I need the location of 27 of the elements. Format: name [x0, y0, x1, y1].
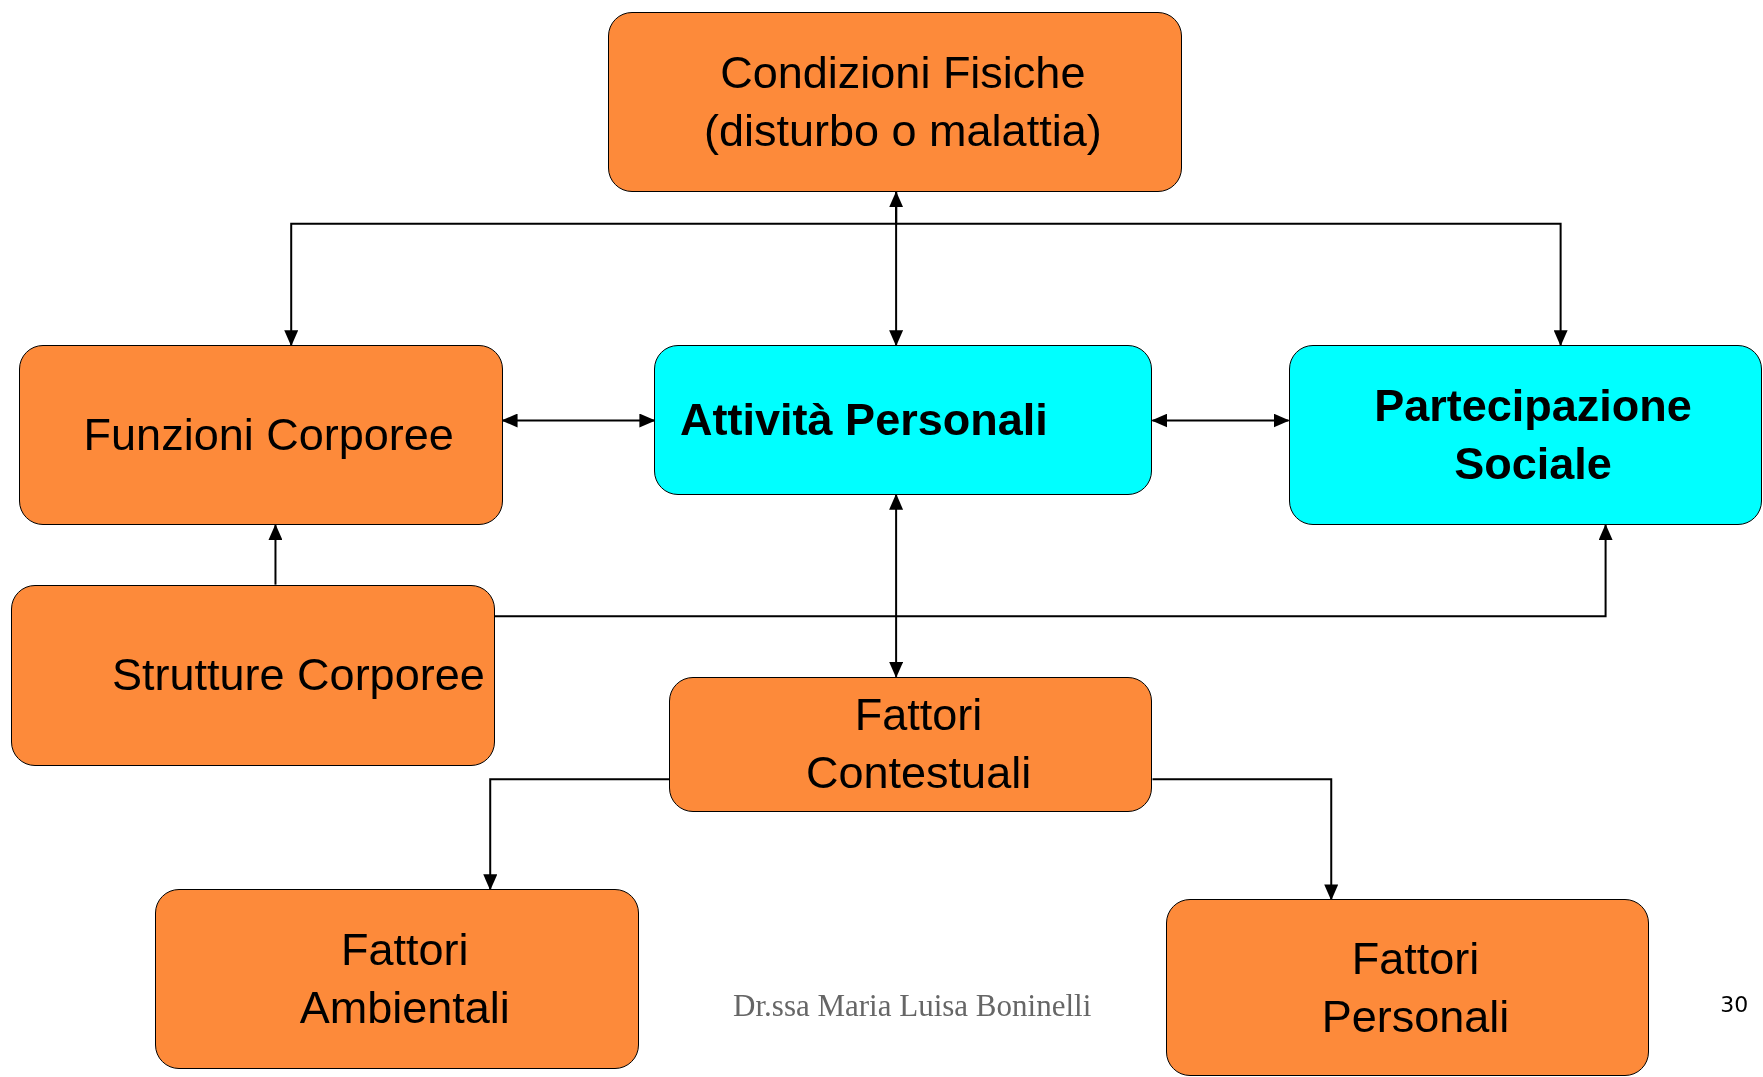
arrow [483, 778, 670, 891]
node-text: Strutture Corporee [112, 648, 485, 703]
process-box [1288, 345, 1762, 526]
node-text: Attività Personali [680, 392, 1048, 447]
arrow [1151, 778, 1339, 901]
arrow [501, 413, 656, 428]
arrow [1151, 413, 1290, 428]
process-box [654, 345, 1153, 495]
author-name: Dr.ssa Maria Luisa Boninelli [733, 988, 1092, 1025]
node-text: Fattori Ambientali [298, 923, 511, 1036]
node-text: Partecipazione Sociale [1373, 379, 1693, 492]
arrow [493, 524, 1613, 618]
arrow [889, 493, 904, 678]
node-text: Funzioni Corporee [83, 408, 454, 463]
process-box [155, 889, 639, 1070]
arrow [268, 524, 283, 586]
page-number: 30 [1720, 991, 1749, 1017]
process-box [669, 676, 1153, 812]
arrow [895, 191, 1568, 347]
process-box [1165, 899, 1650, 1076]
node-text: Fattori Personali [1320, 931, 1511, 1044]
node-text: Condizioni Fisiche (disturbo o malattia) [703, 46, 1103, 159]
process-box [608, 12, 1182, 193]
arrow [889, 191, 904, 347]
process-box [11, 584, 495, 766]
process-box [19, 345, 503, 526]
node-text: Fattori Contestuali [805, 688, 1033, 801]
